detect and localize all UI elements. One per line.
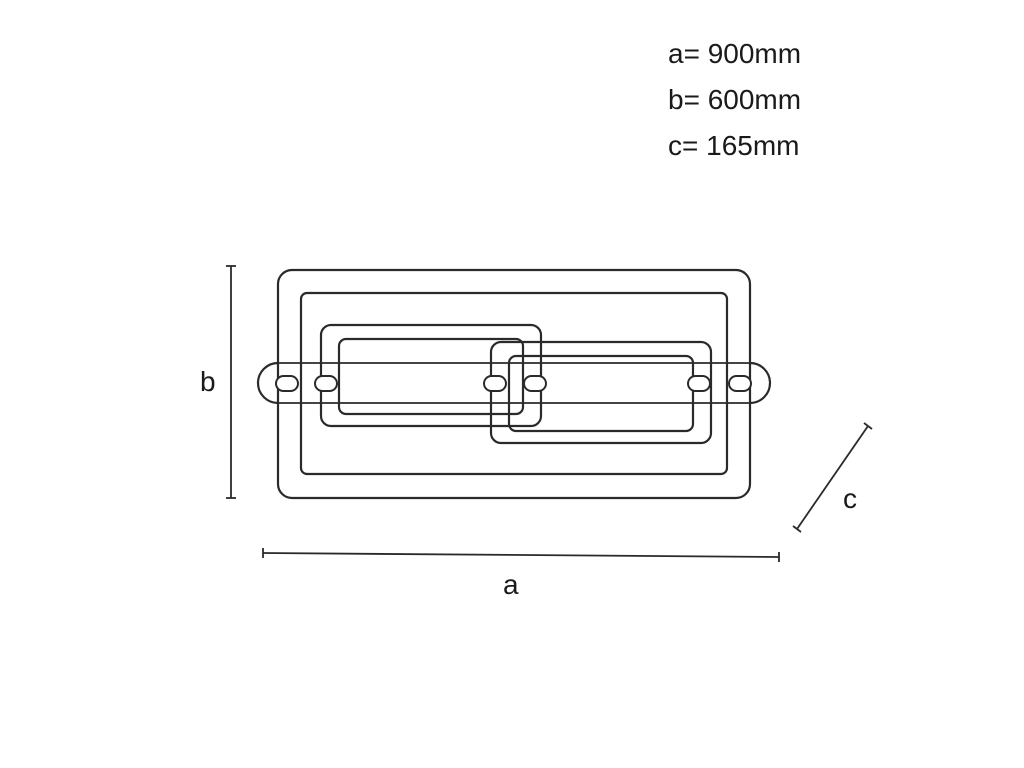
dimension-label-b: b bbox=[200, 366, 216, 397]
knob-5 bbox=[687, 375, 711, 392]
knob-6 bbox=[728, 375, 752, 392]
inner-frame bbox=[299, 291, 729, 476]
right-end-cap bbox=[749, 361, 772, 405]
dimension-line-c bbox=[792, 422, 873, 533]
outer-frame bbox=[276, 268, 752, 500]
spec-c: c= 165mm bbox=[668, 130, 800, 161]
knob-4 bbox=[523, 375, 547, 392]
mounting-knobs bbox=[275, 375, 752, 392]
right-ring-outer bbox=[489, 340, 713, 445]
dimension-line-a bbox=[262, 548, 780, 562]
dimension-label-a: a bbox=[503, 569, 519, 600]
center-bar bbox=[278, 362, 750, 404]
spec-b: b= 600mm bbox=[668, 84, 802, 115]
left-ring-inner bbox=[337, 337, 525, 416]
left-end-cap bbox=[256, 361, 279, 405]
right-ring-inner bbox=[507, 354, 695, 433]
knob-1 bbox=[275, 375, 299, 392]
knob-3 bbox=[483, 375, 507, 392]
knob-2 bbox=[314, 375, 338, 392]
dimension-label-c: c bbox=[843, 483, 857, 514]
dimension-line-b bbox=[226, 265, 236, 499]
spec-a: a= 900mm bbox=[668, 38, 802, 69]
